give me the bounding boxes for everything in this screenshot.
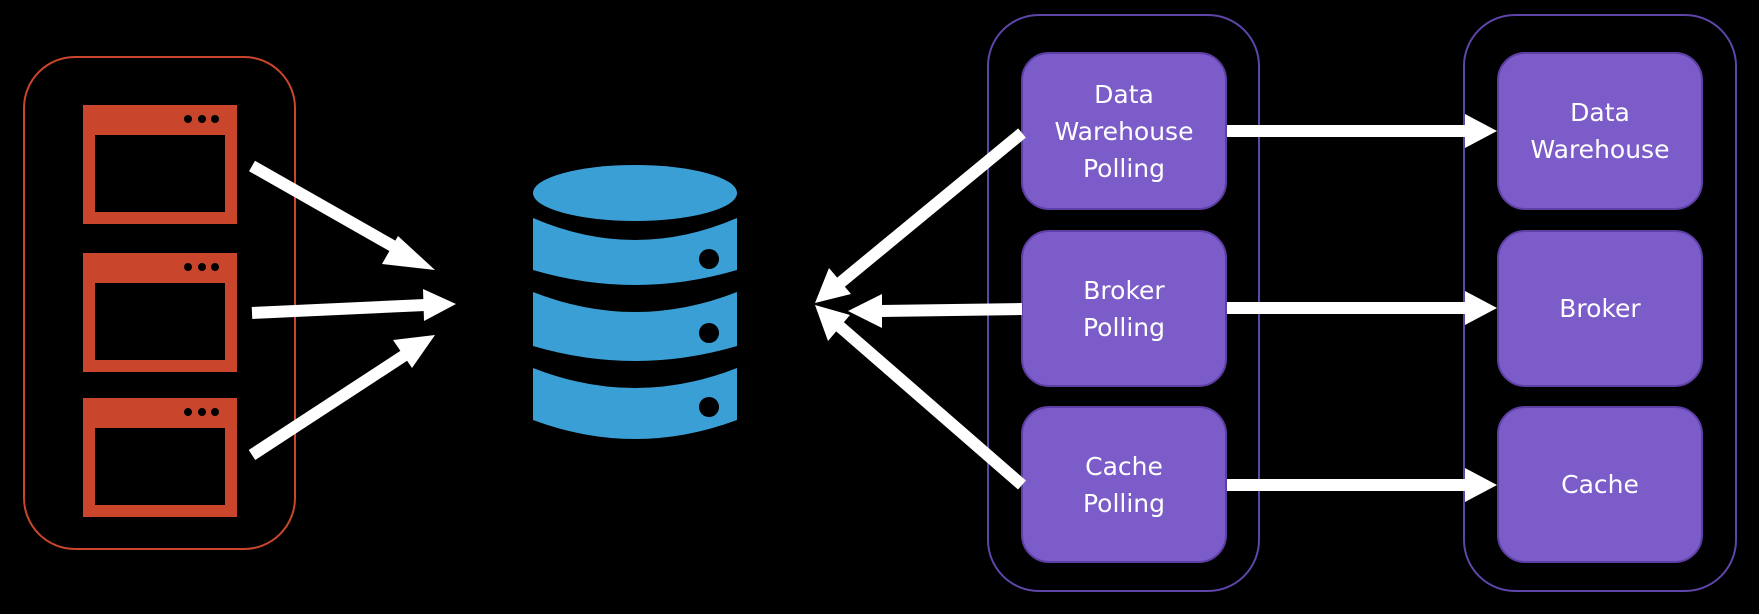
- service-box-data-warehouse-polling: Data Warehouse Polling: [1021, 52, 1227, 210]
- window-dot: [184, 408, 192, 416]
- client-group: [23, 56, 296, 550]
- window-dot: [198, 408, 206, 416]
- browser-window-icon: [83, 253, 237, 372]
- arrow-client-2-to-db: [251, 289, 456, 321]
- window-dot: [184, 263, 192, 271]
- db-segment-3: [533, 368, 737, 439]
- window-dot: [198, 115, 206, 123]
- window-dot: [211, 263, 219, 271]
- db-segment-1: [533, 218, 737, 285]
- arrow-broker-polling-to-db: [848, 294, 1023, 328]
- service-box-cache-polling: Cache Polling: [1021, 406, 1227, 563]
- arrow-broker-polling-to-broker: [1227, 291, 1497, 325]
- db-indicator: [699, 323, 719, 343]
- window-body: [95, 135, 225, 212]
- db-indicator: [699, 397, 719, 417]
- window-dot: [211, 115, 219, 123]
- database-icon: [533, 165, 737, 439]
- target-box-cache: Cache: [1497, 406, 1703, 563]
- target-box-broker: Broker: [1497, 230, 1703, 387]
- db-indicator: [699, 249, 719, 269]
- window-body: [95, 283, 225, 360]
- db-top: [533, 165, 737, 221]
- arrow-cache-polling-to-db: [815, 305, 1026, 490]
- window-dot: [211, 408, 219, 416]
- window-body: [95, 428, 225, 505]
- service-box-broker-polling: Broker Polling: [1021, 230, 1227, 387]
- window-dot: [184, 115, 192, 123]
- arrow-client-3-to-db: [248, 335, 435, 461]
- window-dot: [198, 263, 206, 271]
- arrow-dw-polling-to-dw: [1227, 114, 1497, 148]
- browser-window-icon: [83, 398, 237, 517]
- target-box-data-warehouse: Data Warehouse: [1497, 52, 1703, 210]
- arrow-cache-polling-to-cache: [1227, 468, 1497, 502]
- db-segment-2: [533, 292, 737, 361]
- arrow-dw-polling-to-db: [815, 128, 1026, 303]
- arrow-client-1-to-db: [249, 160, 435, 270]
- browser-window-icon: [83, 105, 237, 224]
